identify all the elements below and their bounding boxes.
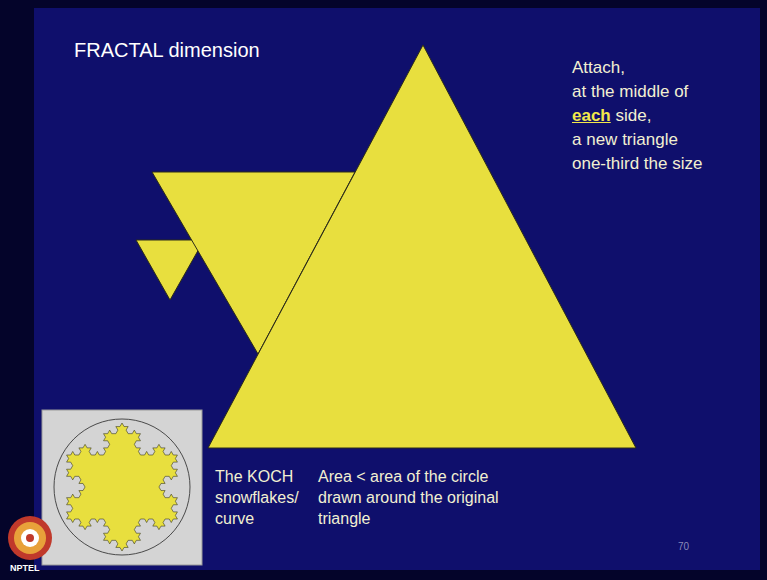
text-word: of — [407, 468, 420, 485]
bounding-circle — [54, 419, 190, 555]
logo-text: NPTEL — [10, 563, 40, 574]
text-word: the — [591, 82, 615, 101]
word-gap — [447, 468, 451, 485]
text-slot: NPTEL — [10, 563, 40, 574]
text-word: snowflakes/ — [215, 489, 299, 506]
word-gap — [443, 489, 447, 506]
word-gap — [617, 130, 622, 149]
inset-caption: The KOCH snowflakes/ curve — [215, 466, 299, 529]
word-gap — [163, 39, 169, 61]
text-word: The — [215, 468, 243, 485]
text-word: size — [672, 154, 702, 173]
text-word: the — [424, 468, 446, 485]
text-slot: Attach, at the middle of each side, a ne… — [572, 56, 702, 176]
text-word: at — [572, 82, 586, 101]
text-slot: 70 — [678, 541, 689, 553]
word-gap — [581, 130, 586, 149]
word-gap — [352, 468, 356, 485]
logo-core — [21, 529, 39, 547]
text-word: triangle — [622, 130, 678, 149]
word-gap — [362, 489, 366, 506]
text-word: Attach, — [572, 58, 625, 77]
word-gap — [420, 468, 424, 485]
instruction-text: Attach, at the middle of each side, a ne… — [572, 56, 702, 176]
slide-title: FRACTAL dimension — [74, 38, 260, 62]
text-word: original — [447, 489, 499, 506]
text-word: the — [644, 154, 668, 173]
word-gap — [667, 154, 672, 173]
text-word: 70 — [678, 541, 689, 552]
inset-panel — [42, 410, 202, 565]
text-word: of — [674, 82, 688, 101]
text-word: the — [420, 489, 442, 506]
text-word: new — [586, 130, 617, 149]
slide-ground — [34, 8, 760, 570]
word-gap — [586, 82, 591, 101]
text-word: area — [370, 468, 402, 485]
logo-ring — [14, 522, 46, 554]
text-slot: Area < area of the circle drawn around t… — [318, 466, 499, 529]
text-word: Area — [318, 468, 352, 485]
text-slot: FRACTAL dimension — [74, 38, 260, 62]
word-gap — [669, 82, 674, 101]
text-word: drawn — [318, 489, 362, 506]
slide-number: 70 — [678, 541, 689, 553]
logo-dot — [26, 534, 34, 542]
large-triangle — [208, 45, 636, 448]
word-gap — [366, 468, 370, 485]
word-gap — [243, 468, 247, 485]
word-gap — [402, 468, 406, 485]
small-triangle — [136, 240, 204, 300]
text-word: side, — [615, 106, 651, 125]
text-word: each — [572, 106, 611, 125]
text-word: dimension — [168, 39, 259, 61]
logo-ring — [8, 516, 52, 560]
koch-snowflake — [67, 423, 178, 551]
text-word: middle — [619, 82, 669, 101]
text-word: triangle — [318, 510, 370, 527]
text-slot: The KOCH snowflakes/ curve — [215, 466, 299, 529]
word-gap — [416, 489, 420, 506]
text-word: curve — [215, 510, 254, 527]
word-gap — [615, 82, 620, 101]
text-word: NPTEL — [10, 563, 40, 573]
text-word: KOCH — [247, 468, 293, 485]
text-word: around — [366, 489, 416, 506]
text-word: one-third — [572, 154, 639, 173]
word-gap — [639, 154, 644, 173]
text-word: FRACTAL — [74, 39, 163, 61]
note-text: Area < area of the circle drawn around t… — [318, 466, 499, 529]
text-word: < — [356, 468, 365, 485]
word-gap — [611, 106, 616, 125]
text-word: circle — [451, 468, 488, 485]
text-word: a — [572, 130, 581, 149]
